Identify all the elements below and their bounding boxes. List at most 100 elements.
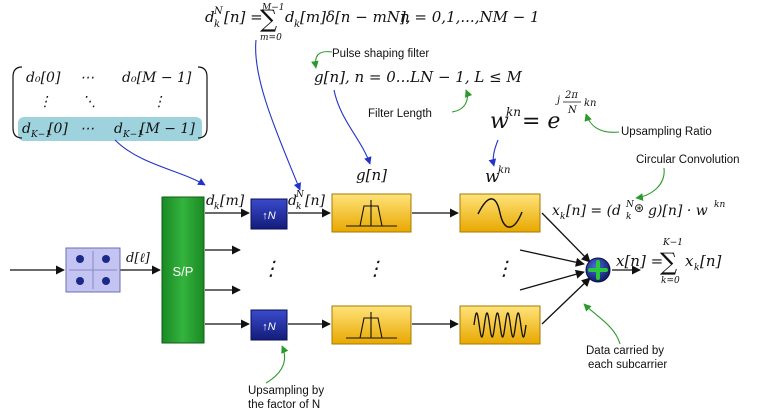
sum-term-sub: k [694, 263, 699, 273]
high-frequency-wave-icon [473, 312, 527, 338]
w-kn-base: w [485, 167, 500, 187]
mixer-block-top [459, 193, 541, 233]
eq-d: d [205, 8, 215, 26]
xk-x: x [552, 203, 560, 219]
xk-arg: [n] = (d [566, 203, 621, 219]
green-pointer-arrows [265, 51, 665, 384]
eq-lhs-arg: [n] = [224, 8, 263, 26]
wkn-exp-j: j [555, 95, 560, 106]
matrix-r3c2: ⋯ [80, 121, 94, 137]
filter-length-label: Filter Length [368, 108, 432, 120]
input-signal-label: d[ℓ] [126, 251, 151, 266]
conv-symbol: ⊛ [634, 201, 644, 215]
upsample-top-label: ↑N [262, 210, 276, 222]
dk-m-arg: [m] [220, 193, 245, 209]
matrix-r1c2: ⋯ [80, 70, 94, 86]
dkN-arg: [n] [305, 193, 325, 209]
matrix-r3c3-sub: K−1 [122, 130, 143, 140]
eq-sum-top: M−1 [261, 3, 284, 13]
sum-term: x [685, 252, 694, 270]
dkN-n-label: d N k [n] [288, 190, 325, 212]
wkn-sup: kn [506, 105, 521, 119]
g-n-label: g[n] [356, 166, 387, 184]
data-carried-line2: each subcarrier [588, 359, 667, 371]
filter-block-top [331, 193, 412, 233]
wkn-exp-num: 2π [564, 90, 578, 101]
eq-rhs-d: d [285, 8, 295, 26]
dots-upsample: ⋮ [261, 256, 281, 280]
upsampling-by-line1: Upsampling by [248, 385, 324, 397]
sp-block-label: S/P [173, 264, 194, 279]
signal-flow-lines [10, 208, 641, 329]
wkn-eq: = e [522, 109, 560, 134]
twiddle-equation: w kn = e j 2π N kn [490, 90, 597, 134]
serial-to-parallel-block: S/P [161, 196, 205, 344]
dk-m-label: d k [m] [206, 193, 245, 212]
summation-node [585, 257, 611, 283]
dkN-sub: k [296, 202, 301, 212]
dots-mixer: ⋮ [494, 256, 514, 280]
blue-pointer-arrows [114, 39, 499, 191]
wkn-exp-den: N [567, 105, 578, 116]
xk-dsup: N [625, 200, 635, 210]
upsample-block-bottom: ↑N [250, 309, 288, 341]
filter-equation: g[n], n = 0...LN − 1, L ≤ M [314, 68, 522, 86]
matrix-r2c2: ⋱ [82, 94, 96, 110]
eq-rhs-arg: [m]δ[n − mN], [300, 8, 411, 26]
upsampling-ratio-label: Upsampling Ratio [621, 126, 712, 138]
matrix-r3c1: d [22, 121, 31, 137]
sum2-bottom: k=0 [661, 276, 680, 286]
dots-filter: ⋮ [365, 256, 385, 280]
data-matrix: d₀[0] ⋯ d₀[M − 1] ⋮ ⋱ ⋮ d K−1 [0] ⋯ d K−… [12, 66, 208, 141]
wkn-exp-kn: kn [584, 98, 597, 109]
pulse-shaping-label: Pulse shaping filter [332, 48, 429, 60]
dk-m-d: d [206, 193, 215, 209]
matrix-right-bracket [197, 66, 208, 139]
sum-lhs: x[n] = [616, 252, 663, 270]
xk-dsub: k [626, 212, 631, 222]
sum2-top: K−1 [662, 238, 683, 248]
upsample-bottom-label: ↑N [262, 321, 276, 333]
matrix-r3c1-sub: K−1 [30, 130, 51, 140]
matrix-r2c3: ⋮ [152, 94, 166, 110]
xk-equation: x k [n] = (d k N ⊛ g)[n] · w kn [552, 200, 725, 222]
wkn-base: w [490, 109, 509, 134]
eq-sum-bottom: m=0 [260, 33, 282, 43]
xk-wsup: kn [714, 200, 725, 210]
filter-bottom-icon [346, 312, 397, 339]
data-carried-line1: Data carried by [586, 345, 664, 357]
xk-sub: k [560, 212, 565, 222]
upsample-bottom-body [250, 309, 288, 341]
eq-rhs-sub: k [294, 19, 300, 30]
circular-convolution-label: Circular Convolution [636, 154, 740, 166]
upsample-equation: d N k [n] = M−1 ∑ m=0 d k [m]δ[n − mN], … [205, 3, 540, 43]
w-kn-label: w kn [485, 165, 511, 187]
sum-equation: x[n] = K−1 ∑ k=0 x k [n] [616, 238, 722, 286]
xk-rest: g)[n] · w [648, 203, 708, 219]
matrix-r3c1-arg: [0] [48, 121, 68, 137]
sum-symbol-2: ∑ [660, 248, 677, 276]
dk-m-sub: k [214, 202, 219, 212]
plus-icon [588, 260, 608, 280]
eq-range: n = 0,1,...,NM − 1 [400, 8, 540, 26]
filter-block-bottom [331, 305, 412, 345]
matrix-r3c3-arg: [M − 1] [140, 121, 195, 137]
matrix-r2c1: ⋮ [38, 94, 52, 110]
sum-term-arg: [n] [700, 252, 722, 270]
dkN-d: d [288, 193, 297, 209]
matrix-r1c1: d₀[0] [26, 70, 61, 86]
dkN-sup: N [295, 190, 305, 200]
upsample-top-body [250, 198, 288, 230]
eq-d-sub: k [214, 19, 220, 30]
upsampling-by-line2: the factor of N [248, 399, 320, 411]
matrix-left-bracket [12, 66, 23, 139]
input-constellation-block [65, 247, 121, 293]
filter-top-icon [346, 200, 397, 227]
mixer-block-bottom [459, 305, 541, 345]
matrix-highlight-band [18, 117, 202, 141]
sp-block-body [161, 196, 205, 344]
eq-d-sup: N [213, 6, 224, 17]
matrix-r1c3: d₀[M − 1] [122, 70, 192, 86]
